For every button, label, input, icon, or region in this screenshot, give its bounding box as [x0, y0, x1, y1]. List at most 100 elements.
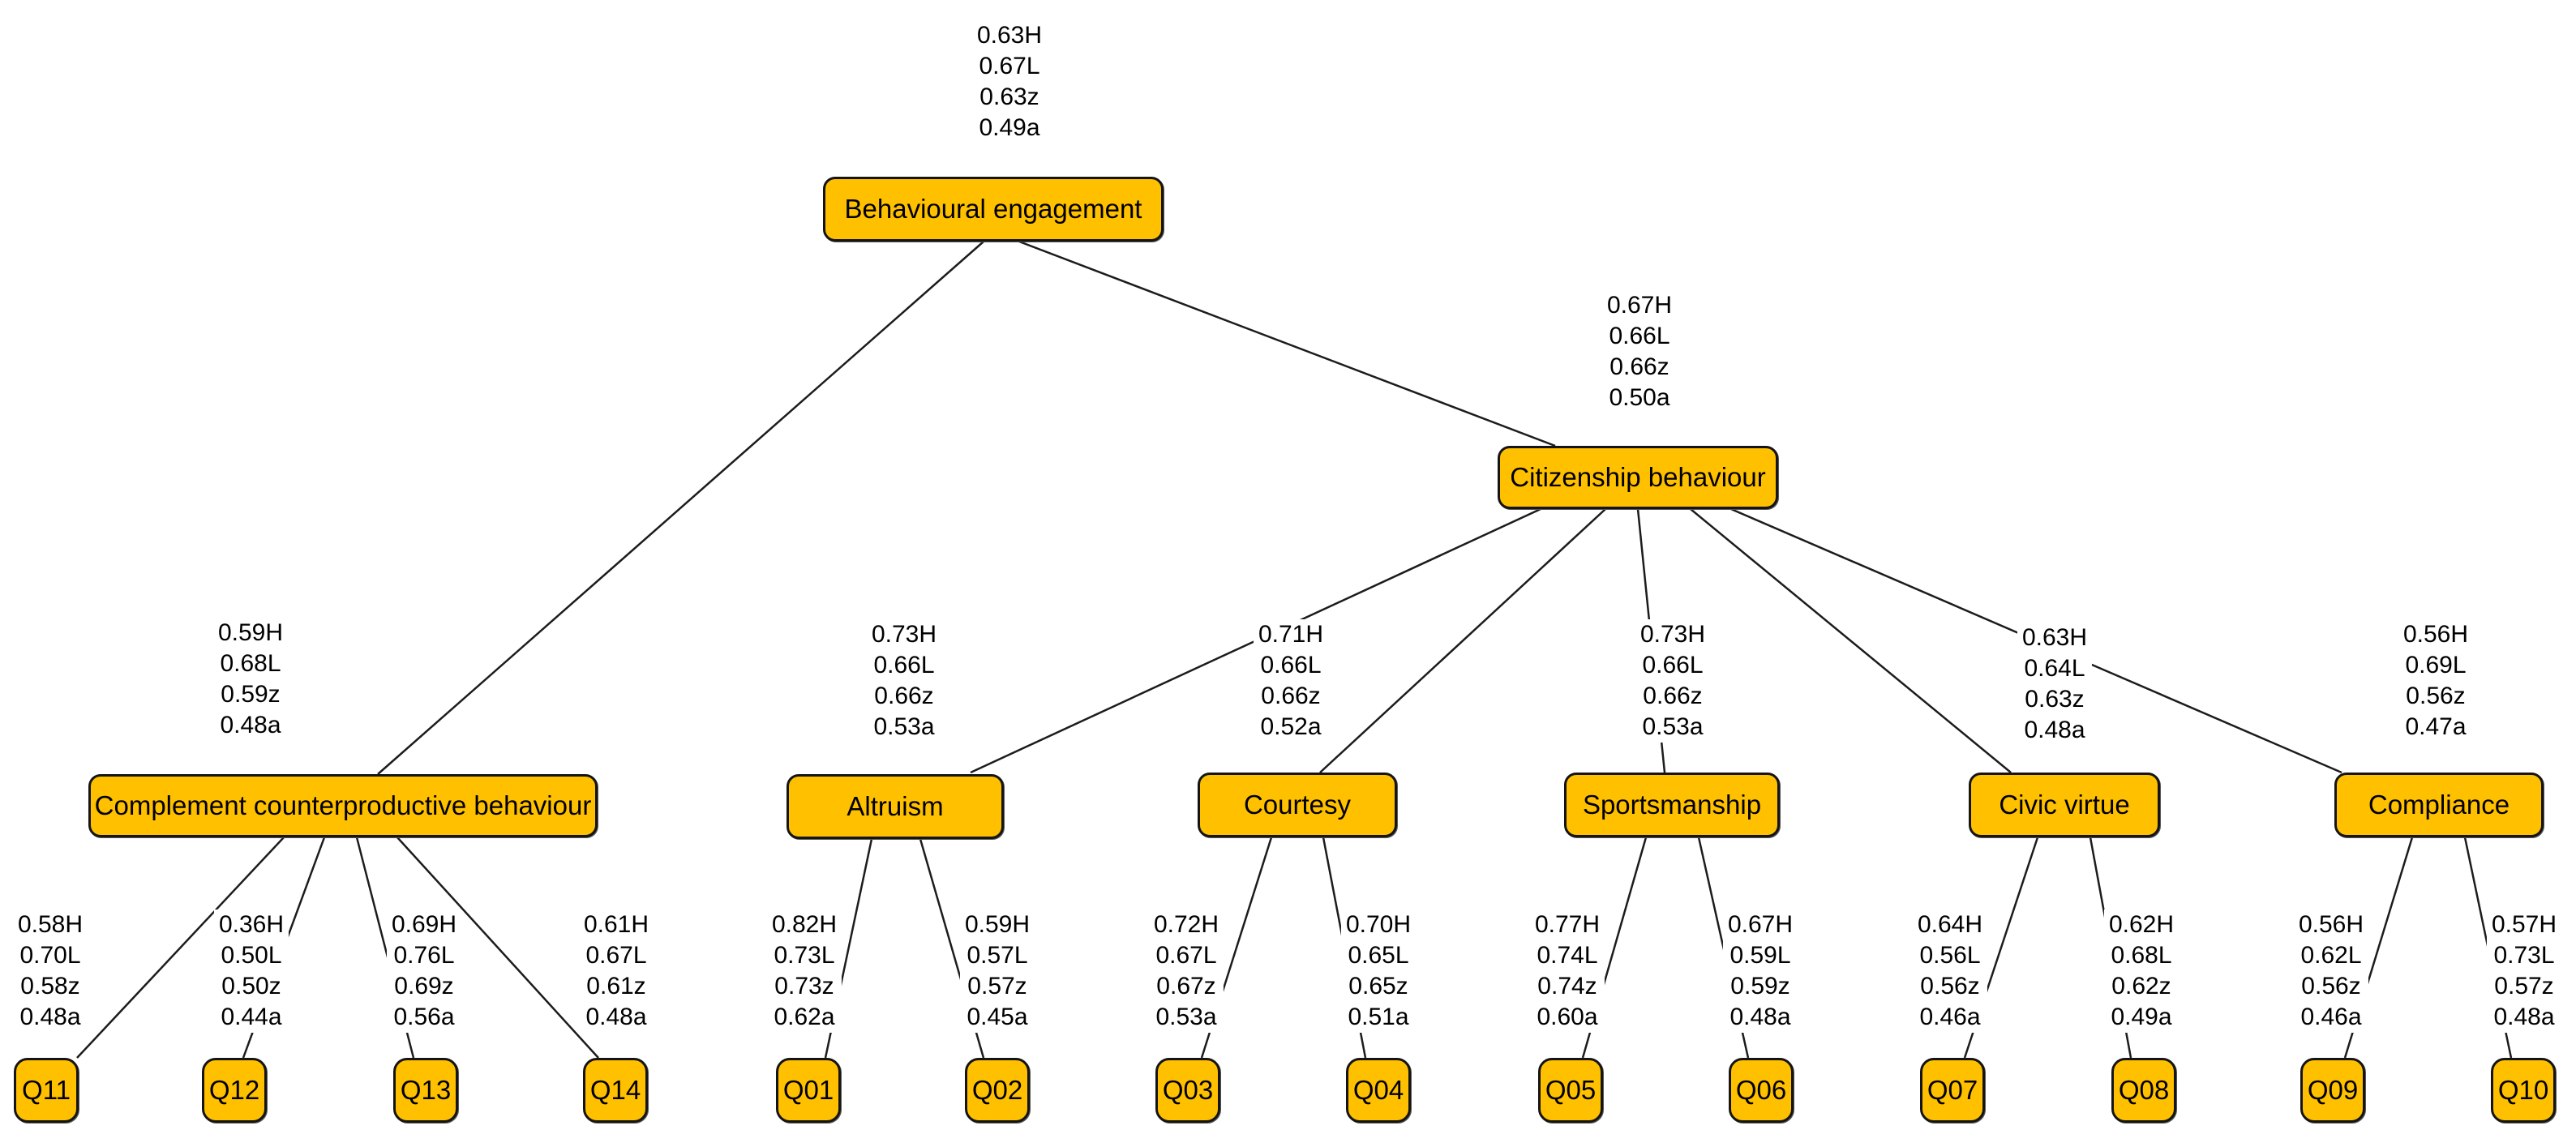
loading-value: 0.56z	[2293, 971, 2369, 1002]
loading-value: 0.48a	[212, 710, 289, 741]
loading-value: 0.50z	[213, 971, 289, 1002]
node-label: Q07	[1927, 1075, 1978, 1105]
node-label: Q04	[1352, 1075, 1404, 1105]
node-compliance: Compliance	[2334, 773, 2544, 837]
node-Q05: Q05	[1538, 1058, 1603, 1123]
loading-value: 0.52a	[1253, 712, 1329, 743]
loading-value: 0.61z	[578, 971, 654, 1002]
node-label: Sportsmanship	[1582, 790, 1762, 820]
node-label: Q05	[1545, 1075, 1597, 1105]
loading-value: 0.60a	[1529, 1002, 1605, 1033]
loading-value: 0.48a	[12, 1002, 88, 1033]
loading-value: 0.56H	[2398, 619, 2474, 650]
loading-value: 0.66L	[866, 650, 942, 681]
loading-value: 0.48a	[2017, 715, 2093, 746]
node-label: Q14	[589, 1075, 641, 1105]
loading-value: 0.49a	[2103, 1002, 2180, 1033]
loading-value: 0.73L	[766, 940, 842, 971]
node-complement-counterproductive-behaviour: Complement counterproductive behaviour	[88, 774, 598, 837]
node-label: Q02	[971, 1075, 1023, 1105]
loading-value: 0.67L	[971, 51, 1048, 82]
edge-citizenship-behaviour--civic-virtue	[1690, 508, 2012, 773]
loading-value: 0.61H	[578, 910, 654, 940]
node-Q03: Q03	[1155, 1058, 1220, 1123]
loading-value: 0.46a	[2293, 1002, 2369, 1033]
loading-value: 0.59H	[212, 618, 289, 648]
loading-value: 0.67z	[1148, 971, 1224, 1002]
node-Q07: Q07	[1920, 1058, 1985, 1123]
loading-value: 0.64L	[2017, 653, 2093, 684]
loading-value: 0.49a	[971, 113, 1048, 143]
edge-behavioural-engagement--citizenship-behaviour	[1018, 240, 1556, 447]
loading-value: 0.66L	[1601, 321, 1678, 352]
node-civic-virtue: Civic virtue	[1969, 773, 2160, 837]
loading-value: 0.69L	[2398, 650, 2474, 681]
node-label: Behavioural engagement	[844, 194, 1142, 224]
node-label: Q10	[2497, 1075, 2549, 1105]
edge-complement-counterproductive-behaviour--Q14	[396, 837, 599, 1059]
loading-value: 0.62z	[2103, 971, 2180, 1002]
loading-value: 0.62H	[2103, 910, 2180, 940]
loading-value: 0.53a	[1148, 1002, 1224, 1033]
loading-value: 0.73H	[866, 619, 942, 650]
loading-value: 0.70L	[12, 940, 88, 971]
loading-value: 0.76L	[386, 940, 462, 971]
loading-value: 0.66z	[866, 681, 942, 712]
loading-value: 0.59L	[1722, 940, 1798, 971]
loading-value: 0.36H	[213, 910, 289, 940]
node-label: Civic virtue	[1999, 790, 2130, 820]
loading-value: 0.66L	[1253, 650, 1329, 681]
loading-value: 0.73L	[2486, 940, 2562, 971]
loading-value: 0.50a	[1601, 383, 1678, 413]
node-label: Q01	[782, 1075, 834, 1105]
loading-value: 0.50L	[213, 940, 289, 971]
node-altruism: Altruism	[787, 774, 1004, 839]
loading-value: 0.44a	[213, 1002, 289, 1033]
node-label: Q13	[400, 1075, 452, 1105]
loading-value: 0.73z	[766, 971, 842, 1002]
loading-value: 0.59z	[1722, 971, 1798, 1002]
loading-value: 0.51a	[1340, 1002, 1417, 1033]
node-courtesy: Courtesy	[1198, 773, 1397, 837]
loading-value: 0.53a	[1635, 712, 1711, 743]
loading-value: 0.74z	[1529, 971, 1605, 1002]
loading-value: 0.63z	[971, 82, 1048, 113]
node-Q13: Q13	[393, 1058, 458, 1123]
loading-value: 0.63H	[2017, 623, 2093, 653]
loading-value: 0.59H	[959, 910, 1035, 940]
loading-value: 0.48a	[2486, 1002, 2562, 1033]
loading-value: 0.66z	[1635, 681, 1711, 712]
loading-value: 0.57z	[959, 971, 1035, 1002]
node-Q09: Q09	[2300, 1058, 2365, 1123]
loading-value: 0.45a	[959, 1002, 1035, 1033]
loading-value: 0.69z	[386, 971, 462, 1002]
loading-value: 0.67H	[1722, 910, 1798, 940]
loading-value: 0.72H	[1148, 910, 1224, 940]
edge-complement-counterproductive-behaviour--Q11	[76, 837, 285, 1059]
loading-value: 0.56a	[386, 1002, 462, 1033]
node-Q02: Q02	[965, 1058, 1030, 1123]
loading-value: 0.66z	[1601, 352, 1678, 383]
loading-value: 0.56z	[1912, 971, 1988, 1002]
loading-value: 0.64H	[1912, 910, 1988, 940]
loading-value: 0.66L	[1635, 650, 1711, 681]
loading-value: 0.57z	[2486, 971, 2562, 1002]
loading-value: 0.69H	[386, 910, 462, 940]
loading-value: 0.65z	[1340, 971, 1417, 1002]
node-label: Altruism	[847, 791, 944, 821]
node-sportsmanship: Sportsmanship	[1564, 773, 1780, 837]
